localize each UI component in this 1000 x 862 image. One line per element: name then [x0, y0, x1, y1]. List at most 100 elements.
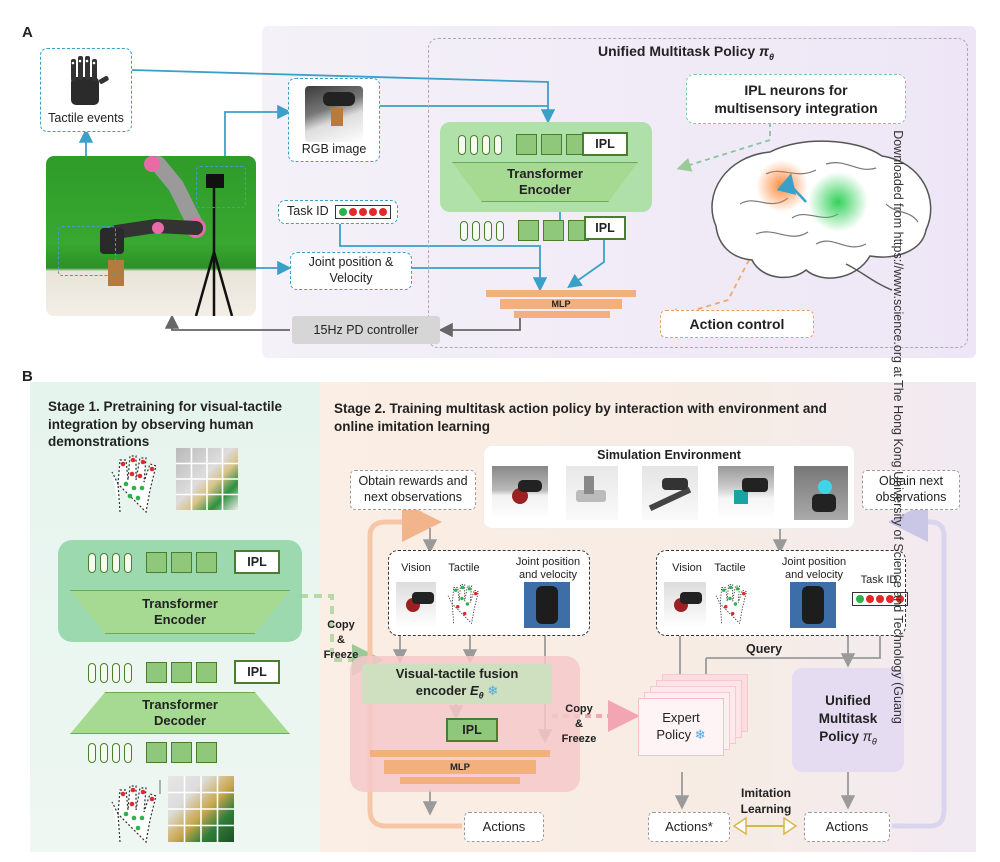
ipl-label: IPL: [595, 137, 615, 151]
unified-line3: Policy πθ: [819, 728, 876, 748]
and-text-1: &: [337, 633, 345, 646]
imitation-learning-label: Imitation Learning: [726, 786, 806, 817]
latent-tokens-b: [88, 662, 217, 683]
actions-left-label: Actions: [482, 818, 526, 834]
obs-left-joint-line1: Joint position: [515, 556, 581, 568]
ipl-neurons-box: IPL neurons for multisensory integration: [686, 74, 906, 124]
obs-right-joint-image: [790, 582, 836, 628]
hand-highlight-box: [58, 226, 116, 276]
obs-right-joint-line1: Joint position: [781, 556, 847, 568]
unified-line3-text: Policy: [819, 729, 860, 745]
obtain-rewards-line1: Obtain rewards and: [358, 474, 468, 489]
copy-text-2: Copy: [565, 703, 593, 715]
stage1-title: Stage 1. Pretraining for visual-tactile …: [48, 398, 308, 451]
copy-freeze-label-2: Copy & Freeze: [556, 702, 602, 747]
policy-dashed-border: [428, 38, 968, 348]
imitation-line2: Learning: [740, 801, 792, 816]
fusion-line2: encoder Eθ ❄: [416, 683, 498, 702]
sim-scene-4: [718, 466, 774, 520]
side-download-text: Downloaded from https://www.science.org …: [891, 130, 905, 724]
rgb-image-thumbnail: [305, 86, 363, 143]
obs-left-tactile-label: Tactile: [448, 562, 480, 574]
mlp-b-label: MLP: [449, 761, 471, 773]
sim-scene-3: [642, 466, 698, 520]
obs-left-joint-line2: and velocity: [518, 569, 578, 582]
obs-right-joint-line2: and velocity: [784, 569, 844, 582]
ipl-label: IPL: [462, 723, 482, 737]
obs-right-joint-label: Joint position and velocity: [774, 556, 854, 582]
tactile-hand-input: [111, 455, 157, 514]
obs-right-vision-label: Vision: [672, 562, 702, 574]
actions-box-right: Actions: [804, 812, 890, 842]
and-text-2: &: [575, 717, 583, 730]
ipl-token-latent-b: IPL: [234, 660, 280, 684]
copy-text-1: Copy: [327, 619, 355, 631]
mlp-layer-2-b: MLP: [384, 760, 536, 774]
fusion-symbol: E: [469, 682, 479, 698]
robot-arm-photo: [46, 156, 256, 316]
encoder-label-line1: Transformer: [507, 166, 583, 182]
panel-b-label: B: [22, 368, 33, 385]
joint-label-line2: Velocity: [329, 271, 373, 285]
obs-left-joint-image: [524, 582, 570, 628]
ipl-label: IPL: [247, 555, 267, 569]
simulation-environment-title: Simulation Environment: [484, 448, 854, 462]
expert-line1: Expert: [662, 710, 700, 726]
sim-scene-1: [492, 466, 548, 520]
actions-box-left: Actions: [464, 812, 544, 842]
task-id-box: Task ID: [278, 200, 398, 224]
pd-controller-label: 15Hz PD controller: [313, 323, 419, 337]
unified-line2: Multitask: [818, 711, 878, 727]
task-id-label: Task ID: [287, 204, 329, 219]
camera-highlight-box: [196, 166, 246, 208]
decoder-line1: Transformer: [142, 697, 218, 713]
stage2-title: Stage 2. Training multitask action polic…: [334, 400, 894, 435]
tactile-events-box: Tactile events: [40, 48, 132, 132]
fusion-encoder-box: Visual-tactile fusion encoder Eθ ❄: [362, 664, 552, 704]
transformer-encoder-a: Transformer Encoder: [452, 162, 638, 202]
snowflake-icon-2: ❄: [694, 727, 706, 742]
tactile-hand-output: [111, 785, 157, 844]
encoder-tokens-a: [458, 134, 587, 155]
obs-right-taskid-dots: [852, 592, 908, 606]
task-id-dots: [334, 205, 391, 219]
query-label: Query: [746, 642, 783, 656]
obs-left-vision-label: Vision: [401, 562, 431, 574]
obs-left-vision-image: [396, 582, 436, 628]
ipl-token-encoder-a: IPL: [582, 132, 628, 156]
action-control-box: Action control: [660, 310, 814, 338]
transformer-encoder-b: Transformer Encoder: [70, 590, 290, 634]
mlp-layer-1-a: [486, 290, 636, 297]
ipl-label: IPL: [247, 665, 267, 679]
mlp-layer-3-a: [514, 311, 610, 318]
obs-right-vision-image: [664, 582, 706, 628]
fusion-sub: θ: [478, 690, 484, 701]
transformer-decoder-b: Transformer Decoder: [70, 692, 290, 734]
stage2-title-line2: online imitation learning: [334, 418, 491, 434]
joint-position-velocity-box: Joint position & Velocity: [290, 252, 412, 290]
action-control-label: Action control: [689, 316, 785, 332]
tactile-events-label: Tactile events: [48, 111, 124, 126]
mlp-layer-2-a: MLP: [500, 299, 622, 309]
snowflake-icon: ❄: [487, 682, 499, 698]
ipl-label: IPL: [595, 221, 615, 235]
panel-a-label: A: [22, 24, 33, 41]
obs-right-taskid-label: Task ID: [860, 574, 898, 586]
sim-scene-5: [794, 466, 848, 520]
ipl-token-encoder-b: IPL: [234, 550, 280, 574]
joint-label-line1: Joint position &: [308, 255, 394, 270]
ipl-neurons-line1: IPL neurons for: [744, 81, 848, 98]
policy-title: Unified Multitask Policy πθ: [598, 43, 775, 62]
pd-controller-box: 15Hz PD controller: [292, 316, 440, 344]
fusion-ipl-token: IPL: [446, 718, 498, 742]
sim-scene-2: [566, 466, 618, 520]
fusion-line1: Visual-tactile fusion: [395, 666, 519, 682]
expert-line2: Policy ❄: [656, 727, 705, 744]
freeze-text-2: Freeze: [561, 732, 597, 745]
decoder-line2: Decoder: [153, 713, 207, 728]
obs-right-tactile-hand-icon: [715, 584, 747, 625]
encoder-label-line2: Encoder: [518, 182, 571, 197]
rgb-image-label: RGB image: [301, 142, 367, 157]
ipl-neurons-line2: multisensory integration: [714, 100, 878, 116]
actions-right-label: Actions: [825, 818, 869, 834]
